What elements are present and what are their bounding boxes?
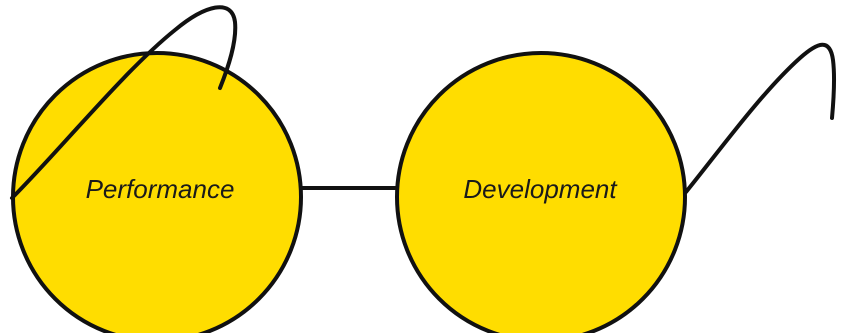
- left-lens-label: Performance: [86, 174, 235, 204]
- right-lens: [395, 51, 687, 333]
- left-temple-arm: [10, 5, 238, 200]
- right-temple-arm: [684, 42, 837, 194]
- right-lens-label: Development: [463, 174, 618, 204]
